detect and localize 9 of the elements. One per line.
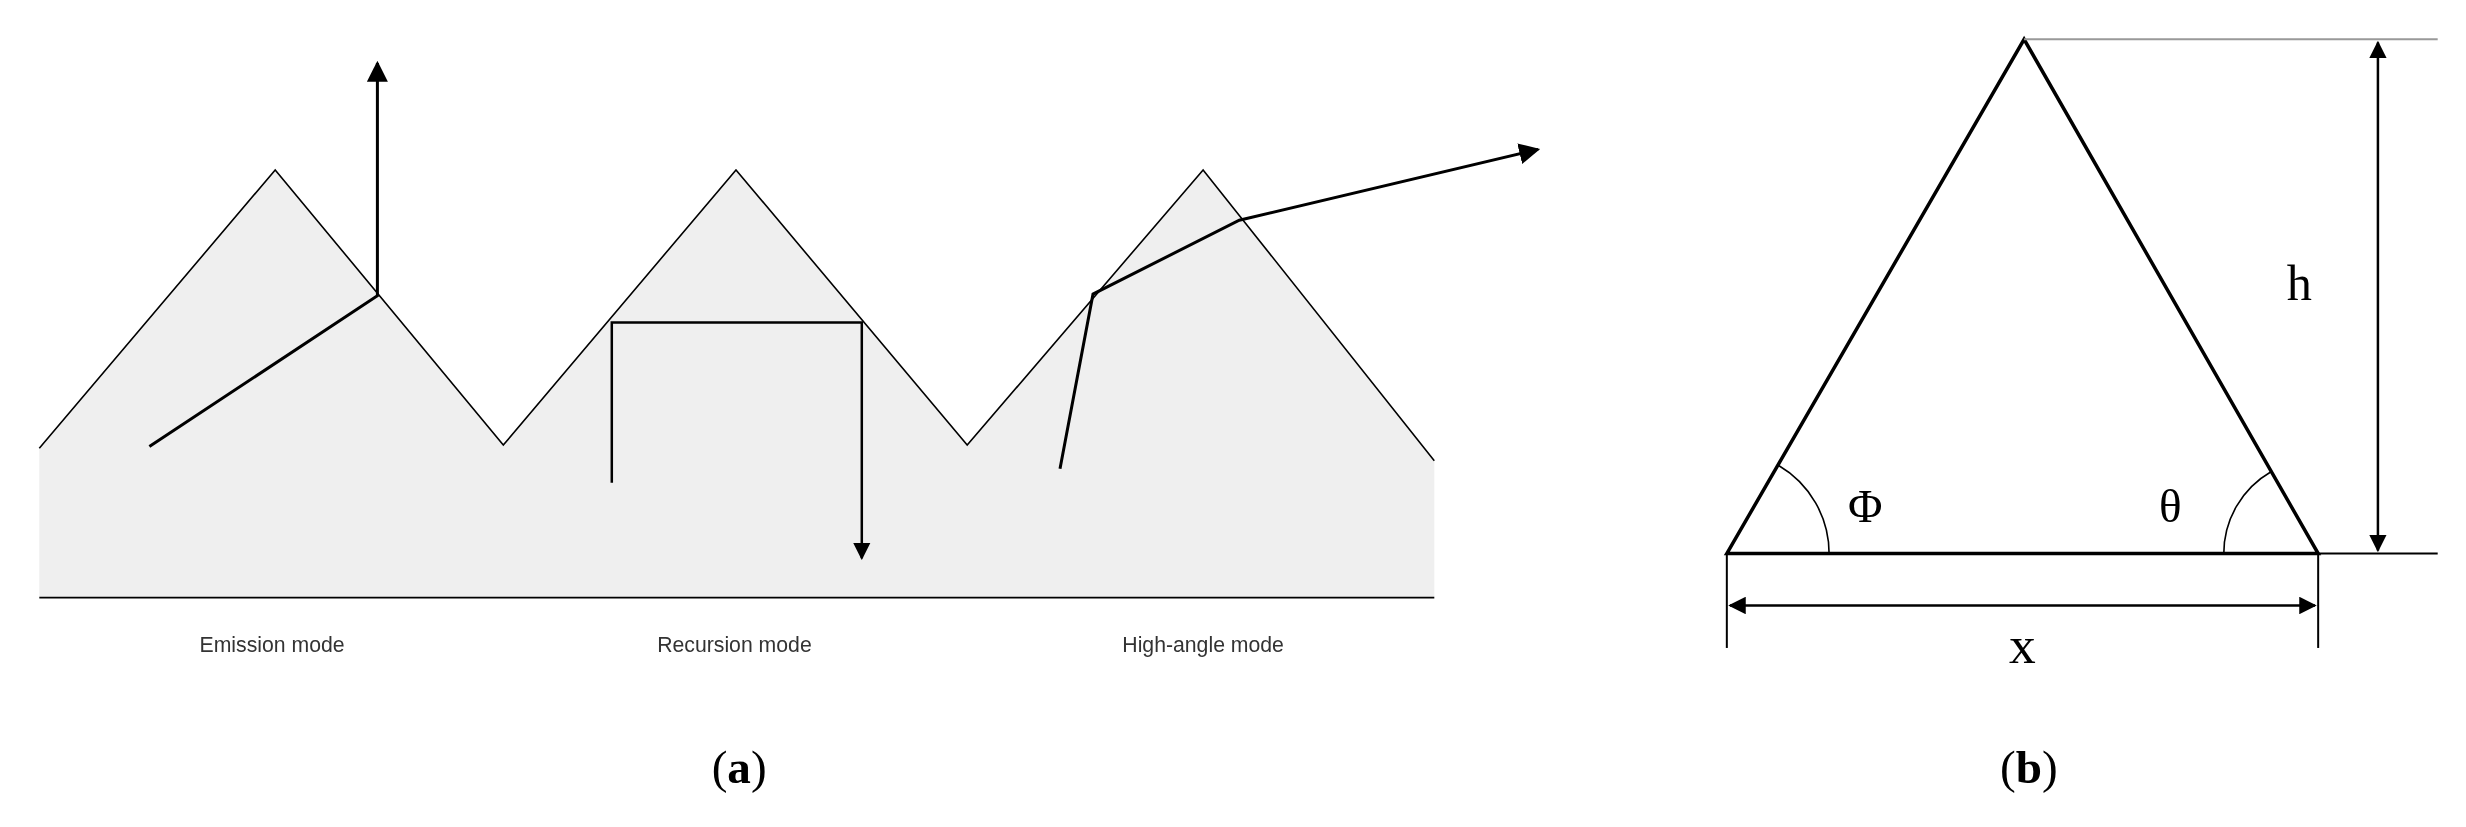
dimension-label: x [2009, 613, 2036, 676]
panel-label: (a) [711, 740, 767, 795]
angle-label: θ [2159, 479, 2182, 534]
mode-label: High-angle mode [1122, 632, 1284, 657]
panel-label: (b) [1999, 740, 2058, 795]
mode-label: Emission mode [199, 632, 345, 657]
dimension-label: h [2286, 254, 2312, 313]
mode-label: Recursion mode [657, 632, 812, 657]
angle-label: Φ [1848, 479, 1883, 534]
